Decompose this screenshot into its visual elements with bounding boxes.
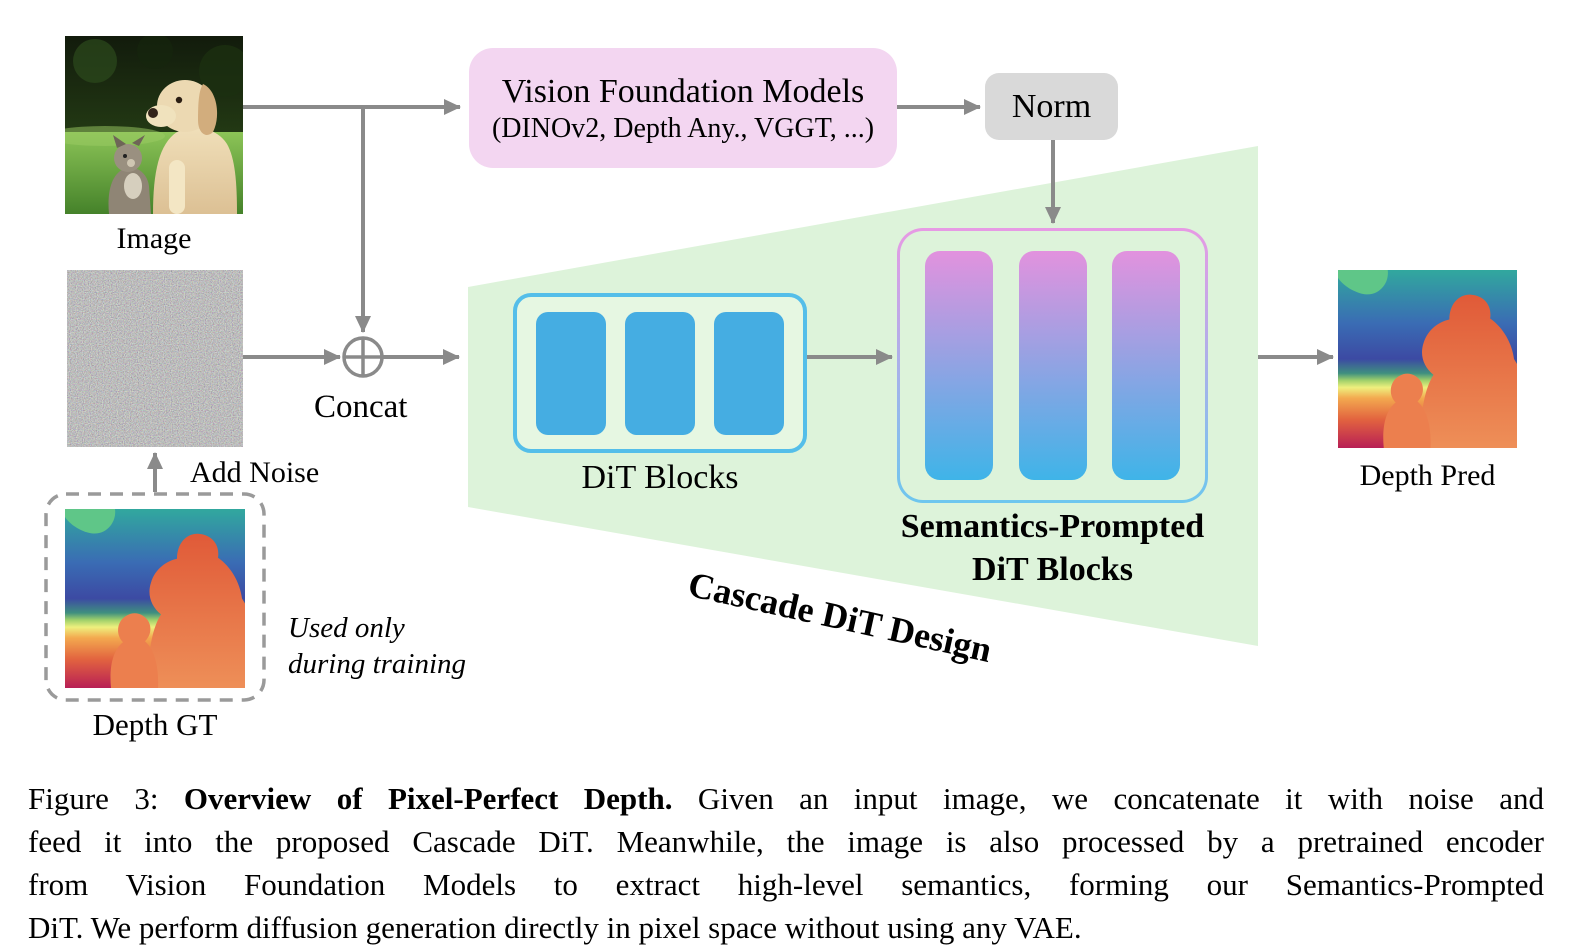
depth-gt-label: Depth GT [92, 707, 218, 742]
caption-bold-title: Overview of Pixel-Perfect Depth. [183, 781, 673, 816]
dit-bar-1 [536, 311, 606, 435]
semantics-prompted-label-line2: DiT Blocks [972, 551, 1133, 588]
semantics-prompted-box [897, 228, 1208, 503]
gaussian-noise-texture [67, 270, 243, 447]
semantics-prompted-label-line1: Semantics-Prompted [900, 508, 1205, 545]
training-note-line1: Used only [288, 612, 405, 644]
norm-label: Norm [1011, 87, 1092, 125]
vfm-title: Vision Foundation Models [501, 72, 865, 110]
caption-line-1: Figure 3: Overview of Pixel-Perfect Dept… [28, 777, 1544, 820]
noise-image [67, 270, 243, 447]
depth-gt-map [65, 509, 245, 688]
norm-box: Norm [985, 73, 1118, 140]
semantics-bar-1 [925, 251, 994, 480]
flow-arrows [147, 99, 1334, 492]
depth-pred-label: Depth Pred [1359, 459, 1496, 492]
concat-plus-icon [342, 336, 384, 378]
caption-line-3: from Vision Foundation Models to extract… [28, 867, 1544, 902]
concat-label: Concat [314, 389, 408, 425]
depth-gt-image [65, 509, 245, 688]
vfm-subtitle: (DINOv2, Depth Any., VGGT, ...) [491, 112, 875, 144]
caption-line1-rest: Given an input image, we concatenate it … [672, 781, 1545, 816]
puppy-kitten-photo [65, 36, 243, 214]
depth-pred-map [1338, 270, 1517, 448]
semantics-bar-3 [1111, 251, 1180, 480]
input-image [65, 36, 243, 214]
dit-blocks-box [513, 293, 807, 453]
semantics-bar-2 [1018, 251, 1087, 480]
depth-pred-image [1338, 270, 1517, 448]
figure-caption: Figure 3: Overview of Pixel-Perfect Dept… [28, 777, 1544, 949]
image-label: Image [116, 222, 192, 255]
add-noise-label: Add Noise [190, 456, 320, 489]
dit-bar-3 [714, 311, 784, 435]
caption-figure-number: Figure 3: [28, 781, 184, 816]
dit-blocks-label: DiT Blocks [581, 459, 739, 496]
caption-line-4: DiT. We perform diffusion generation dir… [28, 910, 1082, 945]
training-note-line2: during training [288, 648, 467, 680]
caption-line-2: feed it into the proposed Cascade DiT. M… [28, 824, 1544, 859]
semantics-prompted-box-inner [900, 231, 1205, 500]
training-note: Used only during training [288, 610, 466, 682]
dit-bar-2 [625, 311, 695, 435]
depth-gt-dashed-frame [44, 492, 266, 702]
vision-foundation-models-box: Vision Foundation Models (DINOv2, Depth … [469, 48, 897, 168]
